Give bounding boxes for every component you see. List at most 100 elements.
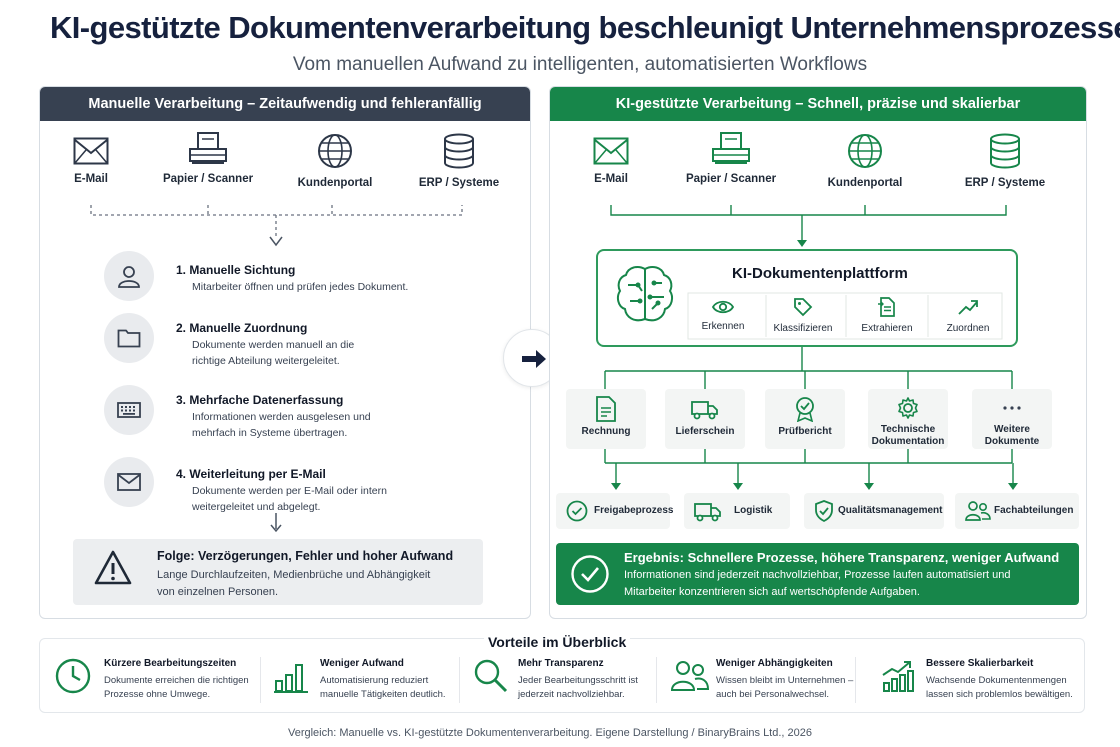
user-icon	[118, 266, 140, 288]
footer-caption: Vergleich: Manuelle vs. KI-gestützte Dok…	[287, 727, 812, 739]
keyboard-icon	[117, 402, 141, 418]
source-erp: ERP / Systeme	[404, 133, 514, 189]
benefit-title: Bessere Skalierbarkeit	[926, 658, 1034, 669]
source-email: E-Mail	[40, 137, 146, 185]
document-test-report: Prüfbericht	[765, 389, 845, 449]
document-invoice: Rechnung	[566, 389, 646, 449]
benefit-speed: Kürzere Bearbeitungszeiten Dokumente err…	[54, 651, 254, 713]
tag-icon	[794, 298, 813, 317]
benefits-title: Vorteile im Überblick	[484, 634, 631, 650]
warning-icon	[94, 550, 132, 585]
arrow-right-icon	[522, 350, 546, 368]
ai-panel-header: KI-gestützte Verarbeitung – Schnell, prä…	[550, 87, 1086, 121]
trend-arrow-icon	[958, 300, 978, 315]
clock-icon	[55, 658, 91, 694]
ai-connectors	[604, 205, 1018, 490]
brain-icon	[616, 266, 674, 322]
step-2-icon-circle	[104, 313, 154, 363]
manual-connector	[90, 205, 463, 247]
source-label: E-Mail	[594, 173, 628, 185]
source-email: E-Mail	[556, 137, 666, 185]
source-scanner: Papier / Scanner	[153, 131, 263, 185]
step-4-title: 4. Weiterleitung per E-Mail	[176, 467, 326, 481]
capability-recognize: Erkennen	[688, 299, 758, 332]
source-portal: Kundenportal	[810, 133, 920, 189]
consequence-title: Folge: Verzögerungen, Fehler und hoher A…	[157, 549, 454, 563]
result-title: Ergebnis: Schnellere Prozesse, höhere Tr…	[624, 550, 1060, 565]
ai-platform: KI-Dokumentenplattform Erkennen Klassifi…	[596, 249, 1018, 347]
benefit-text: Wissen bleibt im Unternehmen –auch bei P…	[716, 675, 854, 700]
capability-extract: Extrahieren	[852, 297, 922, 334]
truck-icon	[691, 401, 718, 420]
process-logistics: Logistik	[684, 493, 790, 529]
step-1-text: Mitarbeiter öffnen und prüfen jedes Doku…	[192, 281, 409, 293]
page-subtitle: Vom manuellen Aufwand zu intelligenten, …	[292, 54, 868, 75]
process-departments: Fachabteilungen	[955, 493, 1079, 529]
capability-classify: Klassifizieren	[768, 297, 838, 334]
capability-assign: Zuordnen	[933, 297, 1003, 334]
process-approval: Freigabeprozess	[556, 493, 673, 529]
capability-dividers	[687, 292, 1003, 340]
result-text: Informationen sind jederzeit nachvollzie…	[624, 569, 1011, 598]
scanner-icon	[189, 132, 227, 164]
growth-chart-icon	[882, 661, 914, 692]
process-label: Logistik	[734, 505, 773, 516]
magnifier-icon	[474, 659, 508, 693]
more-dots-icon	[1003, 406, 1021, 410]
benefit-divider	[260, 657, 261, 703]
page-title: KI-gestützte Dokumentenverarbeitung besc…	[50, 10, 1120, 45]
process-quality: Qualitätsmanagement	[804, 493, 944, 529]
step-3-icon-circle	[104, 385, 154, 435]
database-icon	[990, 133, 1020, 169]
eye-icon	[712, 300, 734, 314]
benefit-divider	[656, 657, 657, 703]
globe-icon	[318, 134, 352, 168]
consequence-box: Folge: Verzögerungen, Fehler und hoher A…	[73, 539, 483, 605]
shield-check-icon	[815, 500, 833, 522]
manual-panel: Manuelle Verarbeitung – Zeitaufwendig un…	[39, 86, 531, 619]
benefit-title: Mehr Transparenz	[518, 658, 604, 669]
step-4-icon-circle	[104, 457, 154, 507]
source-portal: Kundenportal	[280, 133, 390, 189]
step-3-title: 3. Mehrfache Datenerfassung	[176, 393, 344, 407]
truck-icon	[694, 503, 721, 522]
source-label: Papier / Scanner	[162, 173, 254, 185]
benefit-title: Weniger Abhängigkeiten	[716, 658, 833, 669]
mail-icon	[117, 473, 141, 491]
benefits-section: Vorteile im Überblick Kürzere Bearbeitun…	[39, 634, 1085, 713]
benefit-transparency: Mehr Transparenz Jeder Bearbeitungsschri…	[472, 651, 657, 713]
database-icon	[444, 133, 474, 169]
arrow-down-icon	[270, 513, 282, 533]
step-2-title: 2. Manuelle Zuordnung	[176, 321, 308, 335]
benefit-title: Weniger Aufwand	[320, 658, 404, 669]
mail-icon	[73, 137, 109, 165]
ai-panel: KI-gestützte Verarbeitung – Schnell, prä…	[549, 86, 1087, 619]
result-box: Ergebnis: Schnellere Prozesse, höhere Tr…	[556, 543, 1079, 605]
document-delivery-note: Lieferschein	[665, 389, 745, 449]
scanner-icon	[712, 132, 750, 164]
users-icon	[670, 661, 710, 691]
source-label: ERP / Systeme	[964, 177, 1046, 189]
source-label: Kundenportal	[297, 177, 373, 189]
step-1-title: 1. Manuelle Sichtung	[176, 263, 296, 277]
process-label: Fachabteilungen	[994, 505, 1074, 516]
source-scanner: Papier / Scanner	[676, 131, 786, 185]
source-label: E-Mail	[74, 173, 108, 185]
benefit-effort: Weniger Aufwand Automatisierung reduzier…	[272, 651, 457, 713]
source-label: Papier / Scanner	[685, 173, 777, 185]
check-circle-icon	[566, 500, 588, 522]
benefit-divider	[855, 657, 856, 703]
process-label: Qualitätsmanagement	[838, 505, 943, 516]
folder-icon	[117, 329, 141, 348]
invoice-icon	[596, 396, 616, 422]
mail-icon	[593, 137, 629, 165]
users-icon	[965, 501, 991, 521]
benefit-scalability: Bessere Skalierbarkeit Wachsende Dokumen…	[880, 651, 1080, 713]
